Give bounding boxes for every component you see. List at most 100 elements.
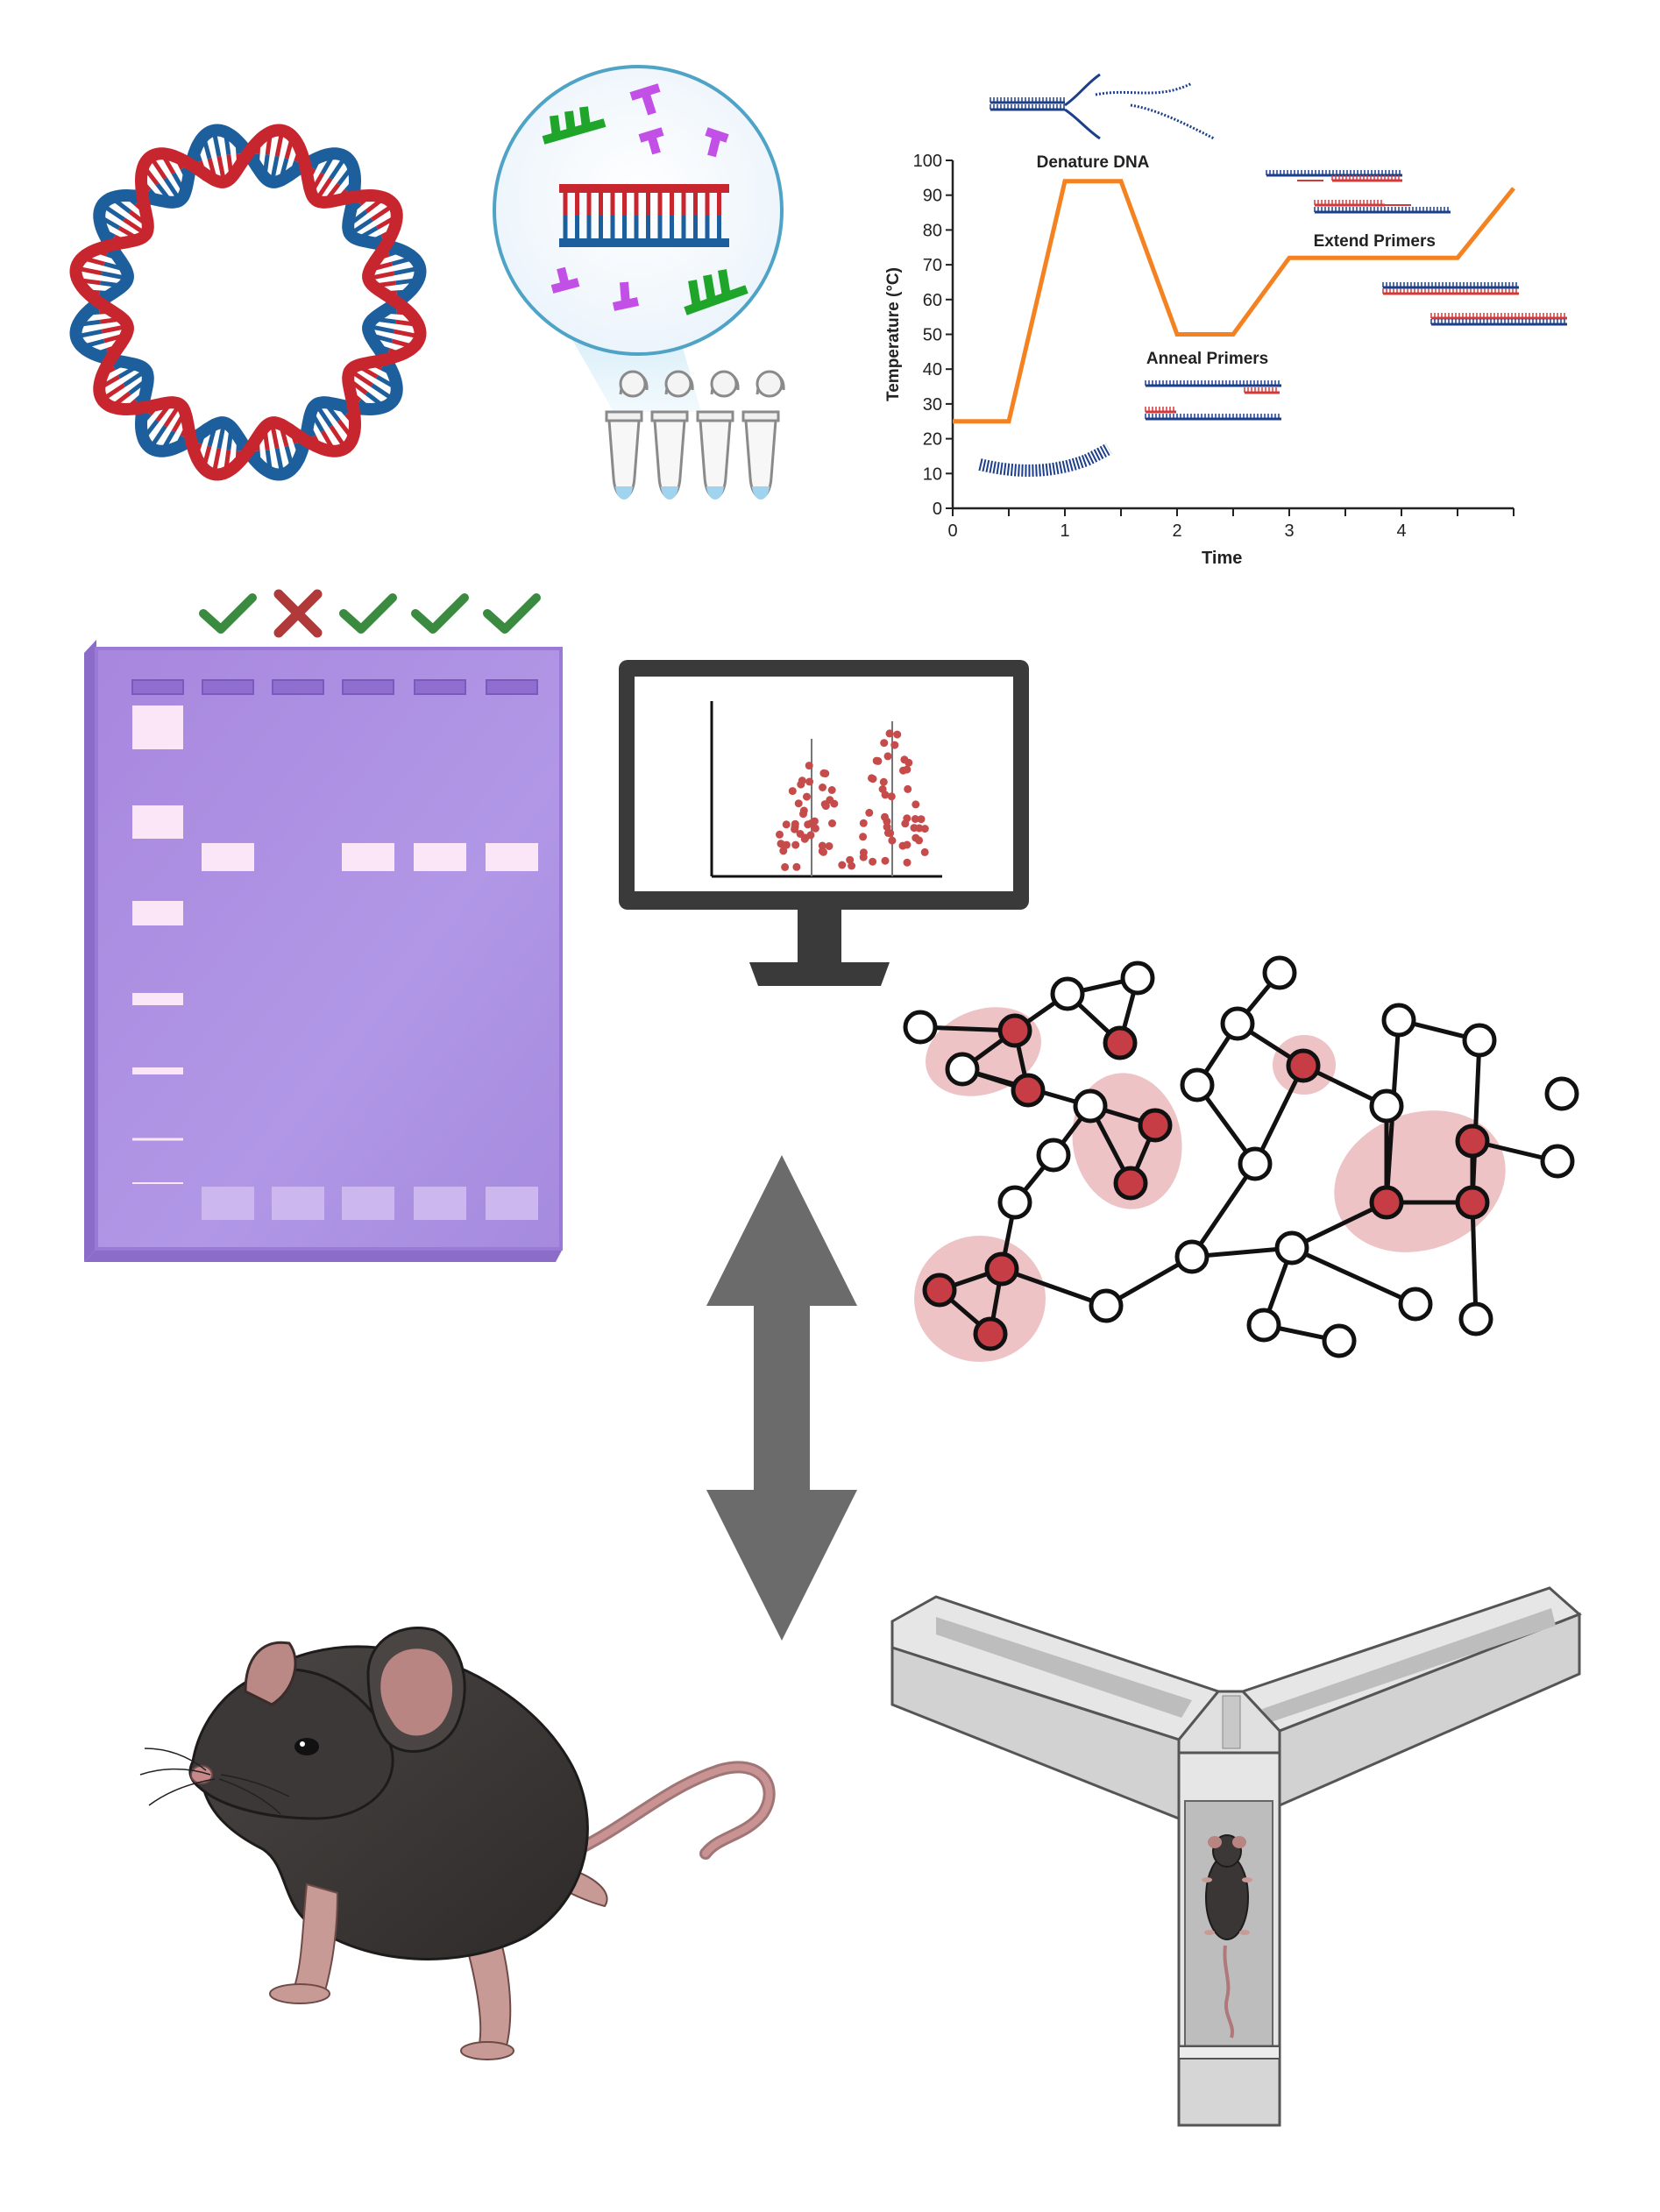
network-node: [1120, 961, 1155, 996]
mouse-icon: [139, 1626, 776, 2060]
data-point: [818, 847, 826, 855]
data-point: [805, 762, 813, 770]
network-node: [1180, 1067, 1215, 1102]
data-point: [893, 730, 902, 739]
green-primer-icon: [684, 269, 748, 315]
data-point: [880, 739, 889, 748]
double-arrow-icon: [706, 1155, 857, 1641]
x-tick-label: 2: [1172, 521, 1181, 541]
sample-band: [202, 843, 254, 871]
network-edge: [1290, 1200, 1388, 1251]
pcr-dna-illustrations: [978, 73, 1567, 477]
x-tick-label: 0: [947, 521, 957, 541]
x-tick-label: 1: [1060, 521, 1069, 541]
dna-strand: [1430, 313, 1567, 320]
data-point: [881, 791, 890, 799]
data-point: [859, 833, 868, 841]
data-point: [865, 808, 874, 817]
data-point: [818, 841, 826, 850]
network-node-highlighted: [984, 1251, 1019, 1287]
gel-well: [202, 679, 254, 695]
y-tick-label: 90: [923, 187, 942, 206]
primer-dimer-band: [486, 1187, 538, 1220]
dna-strand: [1382, 282, 1519, 289]
y-tick-label: 40: [923, 360, 942, 379]
data-point: [806, 831, 815, 840]
network-edge: [1290, 1245, 1417, 1307]
data-point: [800, 834, 809, 843]
data-point: [898, 841, 907, 850]
data-point: [887, 792, 896, 801]
dna-strand: [990, 97, 1065, 104]
network-node: [997, 1185, 1032, 1220]
check-icon: [483, 593, 541, 634]
plasmid-icon: [69, 124, 427, 481]
data-point: [804, 820, 812, 829]
check-icon: [339, 593, 397, 634]
network-edge: [1001, 1266, 1107, 1308]
data-point: [821, 769, 830, 778]
network-node: [945, 1052, 980, 1087]
data-point: [792, 862, 801, 871]
network-node: [1262, 955, 1297, 990]
dna-strand: [1430, 319, 1567, 326]
primer-dimer-band: [272, 1187, 324, 1220]
network-node-highlighted: [922, 1273, 957, 1308]
data-point: [781, 862, 790, 871]
denature-label: Denature DNA: [1037, 153, 1150, 172]
y-tick-label: 60: [923, 291, 942, 310]
dna-strand: [1314, 207, 1451, 214]
data-point: [903, 765, 912, 774]
dna-strand: [1266, 170, 1402, 177]
data-point: [791, 840, 800, 849]
data-point: [797, 780, 805, 789]
network-node: [1050, 976, 1085, 1011]
check-icon: [411, 593, 469, 634]
bubble-dsdna: [559, 184, 729, 247]
data-point: [869, 857, 877, 866]
gel-well: [486, 679, 538, 695]
y-tick-label: 80: [923, 221, 942, 240]
data-point: [903, 858, 912, 867]
network-node-highlighted: [1011, 1073, 1046, 1108]
primer-dimer-band: [342, 1187, 394, 1220]
dna-strand: [1145, 407, 1176, 414]
dna-strand: [1064, 73, 1101, 107]
data-point: [803, 792, 811, 801]
cross-icon: [273, 589, 323, 638]
dna-strand: [1130, 103, 1215, 140]
pcr-tube-icon: [605, 370, 649, 500]
network-node: [903, 1010, 938, 1045]
y-tick-label: 70: [923, 256, 942, 275]
network-edge: [1470, 1202, 1479, 1320]
pcr-tube-icon: [650, 370, 694, 500]
network-node-highlighted: [1455, 1185, 1490, 1220]
cluster-highlight: [1334, 1110, 1506, 1252]
dna-strand: [978, 443, 1112, 477]
data-point: [900, 755, 909, 764]
network-node-highlighted: [1113, 1166, 1148, 1201]
network-edge: [1252, 1064, 1306, 1166]
gel-well: [414, 679, 466, 695]
dna-strand: [1145, 380, 1281, 387]
dna-strand: [1145, 414, 1281, 421]
data-point: [920, 825, 929, 833]
data-point: [874, 756, 883, 765]
gel-well: [272, 679, 324, 695]
pcr-tube-icon: [696, 370, 740, 500]
data-point: [805, 777, 814, 786]
data-point: [825, 842, 834, 850]
dna-strand: [990, 104, 1065, 111]
data-point: [799, 806, 808, 815]
maze-mouse-icon: [1202, 1834, 1252, 2038]
data-point: [920, 847, 929, 856]
data-point: [819, 783, 826, 791]
network-node-highlighted: [1455, 1124, 1490, 1159]
network-node-highlighted: [997, 1013, 1032, 1048]
purple-primer-icon: [550, 83, 729, 311]
data-point: [883, 823, 891, 832]
dna-strand: [1382, 288, 1519, 295]
data-point: [883, 752, 892, 761]
dna-strand: [1064, 108, 1101, 140]
